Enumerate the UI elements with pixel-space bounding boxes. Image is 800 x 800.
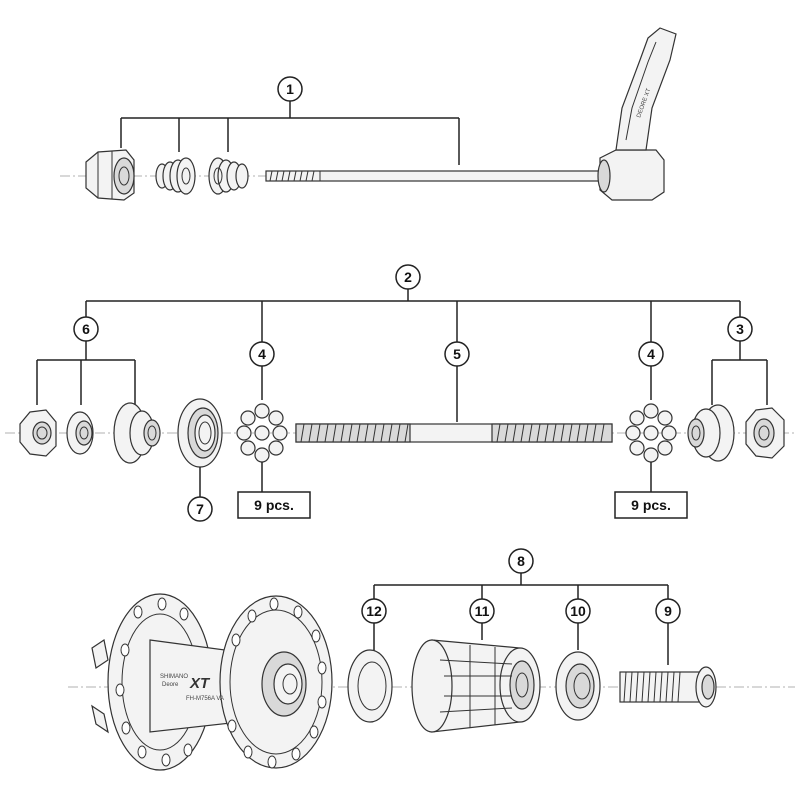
freehub-body <box>411 639 541 733</box>
svg-text:6: 6 <box>82 321 90 337</box>
svg-text:9 pcs.: 9 pcs. <box>631 497 671 513</box>
right-cone <box>687 404 735 462</box>
quantity-label-left: 9 pcs. <box>237 491 311 519</box>
svg-text:10: 10 <box>570 603 586 619</box>
right-ball-bearings <box>625 403 677 463</box>
callout-8: 8 <box>508 548 534 574</box>
svg-text:FH-M756A VA: FH-M756A VA <box>186 696 224 702</box>
svg-text:2: 2 <box>404 269 412 285</box>
callout-9: 9 <box>655 598 681 624</box>
svg-text:12: 12 <box>366 603 382 619</box>
freehub-seal <box>555 651 601 721</box>
spring-left <box>155 157 196 195</box>
axle-assembly: 2 6 3 4 5 <box>5 264 795 522</box>
callout-7: 7 <box>187 496 213 522</box>
adjusting-nut <box>85 149 135 201</box>
callout-3: 3 <box>727 316 753 342</box>
freehub-sleeve <box>619 666 717 708</box>
svg-text:9 pcs.: 9 pcs. <box>254 497 294 513</box>
svg-text:3: 3 <box>736 321 744 337</box>
callout-6: 6 <box>73 316 99 342</box>
hub-shell: SHIMANO Deore XT FH-M756A VA <box>91 593 333 771</box>
callout-4-left: 4 <box>249 341 275 367</box>
svg-text:5: 5 <box>453 346 461 362</box>
svg-text:SHIMANO: SHIMANO <box>160 674 188 680</box>
callout-1: 1 <box>277 76 303 102</box>
left-washer <box>66 411 94 455</box>
quantity-label-right: 9 pcs. <box>614 491 688 519</box>
svg-text:8: 8 <box>517 553 525 569</box>
hub-axle <box>295 423 613 443</box>
svg-text:Deore: Deore <box>162 682 179 688</box>
spring-right <box>208 157 249 195</box>
svg-text:4: 4 <box>258 346 266 362</box>
dust-cap <box>177 398 223 468</box>
callout-5: 5 <box>444 341 470 367</box>
callout-10: 10 <box>565 598 591 624</box>
right-locknut <box>745 407 785 459</box>
svg-text:11: 11 <box>475 603 490 619</box>
svg-text:4: 4 <box>647 346 655 362</box>
callout-11: 11 <box>469 598 495 624</box>
callout-12: 12 <box>361 598 387 624</box>
quick-release-assembly: 1 <box>60 27 677 201</box>
svg-text:1: 1 <box>286 81 294 97</box>
svg-text:7: 7 <box>196 501 204 517</box>
skewer-rod <box>265 170 607 182</box>
cam-lever: DEORE XT <box>597 27 677 201</box>
freehub-spacer <box>347 649 393 723</box>
svg-text:9: 9 <box>664 603 672 619</box>
left-ball-bearings <box>236 403 288 463</box>
left-locknut <box>19 409 57 457</box>
svg-text:XT: XT <box>189 675 211 692</box>
hub-body-assembly: 8 12 11 10 9 <box>68 548 795 771</box>
callout-2: 2 <box>395 264 421 290</box>
callout-4-right: 4 <box>638 341 664 367</box>
left-cone <box>113 402 161 464</box>
